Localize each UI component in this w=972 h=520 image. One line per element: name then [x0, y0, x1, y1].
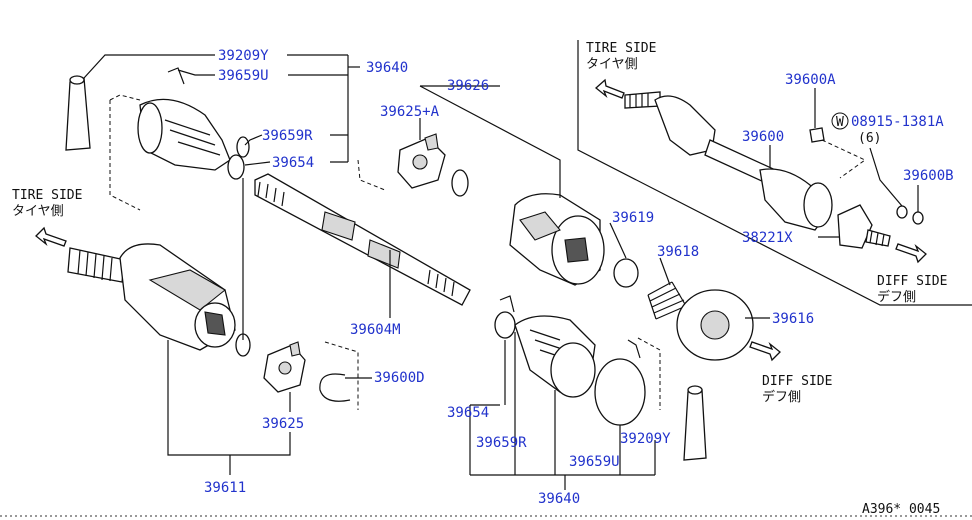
tire-side-arrow-top	[594, 78, 625, 99]
washer-marker-icon	[831, 112, 849, 130]
label-39600D: 39600D	[374, 370, 425, 386]
diff-side-arrow-mid	[749, 341, 781, 362]
tire-side-jp-left: タイヤ側	[12, 204, 64, 219]
outer-joint-39611	[67, 243, 359, 410]
label-39616: 39616	[772, 311, 814, 327]
plate-39616	[676, 289, 754, 361]
label-39611: 39611	[204, 480, 246, 496]
diff-side-label-right: DIFF SIDE	[877, 274, 947, 289]
clip-lower	[499, 295, 515, 313]
label-39659U-top: 39659U	[218, 68, 269, 84]
label-39604M: 39604M	[350, 322, 401, 338]
label-39625A: 39625+A	[380, 104, 440, 120]
label-39625: 39625	[262, 416, 304, 432]
spring-39618	[647, 281, 687, 320]
leader-lines	[83, 54, 919, 490]
tire-side-arrow-left	[35, 226, 67, 247]
diff-side-jp-mid: デフ側	[762, 389, 801, 405]
label-39659R-top: 39659R	[262, 128, 313, 144]
label-39654-top: 39654	[272, 155, 314, 171]
label-39600A: 39600A	[785, 72, 836, 88]
label-39659R-bottom: 39659R	[476, 435, 527, 451]
label-39209Y-top: 39209Y	[218, 48, 269, 64]
label-39640-top: 39640	[366, 60, 408, 76]
diff-side-arrow-right	[895, 243, 927, 264]
nut-39600B	[912, 211, 924, 225]
washer	[896, 205, 908, 219]
label-39600B: 39600B	[903, 168, 954, 184]
label-39659U-bottom: 39659U	[569, 454, 620, 470]
band-39659R	[236, 136, 250, 158]
boot-band-39209Y-lower	[683, 389, 707, 461]
label-08915: 08915-1381A	[851, 114, 944, 130]
tripod-39625A	[357, 133, 469, 197]
boot-group-lower	[494, 295, 707, 461]
band-39659U-lower	[594, 358, 646, 426]
ring-39619	[613, 258, 639, 288]
label-39209Y-bottom: 39209Y	[620, 431, 671, 447]
boot-clip-39659U	[167, 67, 185, 85]
shaft-39604M	[254, 173, 471, 306]
label-39626: 39626	[447, 78, 489, 94]
housing-39626	[509, 193, 605, 286]
tire-side-jp-top: タイヤ側	[586, 57, 638, 72]
diagram-code: A396* 0045	[862, 502, 940, 517]
label-39600: 39600	[742, 129, 784, 145]
label-39640-bottom: 39640	[538, 491, 580, 507]
boot-group-upper-left	[65, 67, 250, 211]
spline-stub	[67, 247, 126, 283]
drive-shaft-assembly-39600	[624, 91, 924, 249]
circlip-39600D	[319, 373, 351, 402]
label-38221X: 38221X	[742, 230, 793, 246]
label-39619: 39619	[612, 210, 654, 226]
ring-near-39626	[451, 169, 469, 197]
boot-large-end	[137, 102, 163, 154]
tire-side-label-left: TIRE SIDE	[12, 188, 82, 203]
boot-band-39209Y	[65, 77, 91, 151]
label-39654-bottom: 39654	[447, 405, 489, 421]
ring-39654-lower	[494, 311, 516, 339]
tire-side-label-top: TIRE SIDE	[586, 41, 656, 56]
marker-W: W	[836, 115, 844, 130]
ring-39654	[227, 154, 245, 180]
diff-side-jp-right: デフ側	[877, 289, 916, 305]
assembly-outline	[577, 40, 972, 306]
shaft-body	[254, 173, 471, 306]
label-08915-qty: (6)	[858, 131, 881, 146]
label-39618: 39618	[657, 244, 699, 260]
diff-side-label-mid: DIFF SIDE	[762, 374, 832, 389]
bolt-39600A	[809, 127, 825, 143]
